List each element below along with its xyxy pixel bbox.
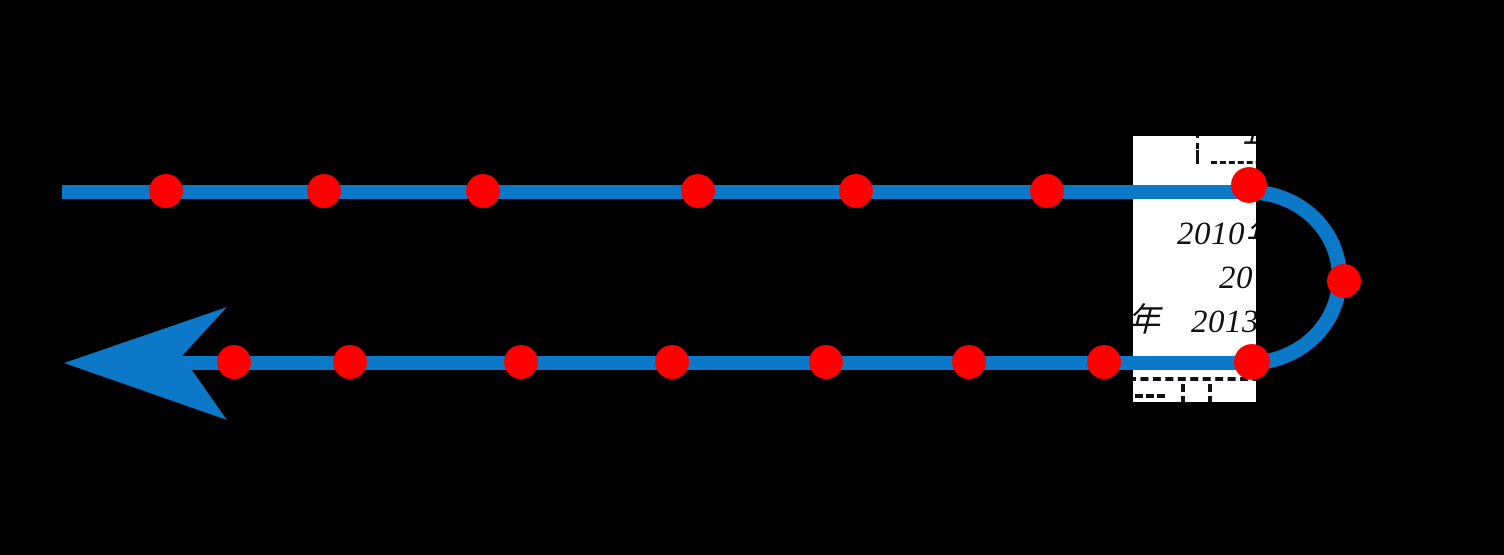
dashed-border-bottom-stub bbox=[1135, 394, 1165, 398]
label-card: 年 2010年 20 年 2013 bbox=[1133, 136, 1256, 402]
upper-track-markers bbox=[149, 174, 1064, 208]
marker-dot bbox=[466, 174, 500, 208]
dashed-tick-bottom-b bbox=[1208, 384, 1212, 402]
marker-dot bbox=[1030, 174, 1064, 208]
marker-dot bbox=[307, 174, 341, 208]
year-label-2013: 2013 bbox=[1191, 304, 1256, 340]
marker-dot bbox=[333, 345, 367, 379]
marker-dot bbox=[1087, 345, 1121, 379]
year-suffix-glyph-left: 年 bbox=[1133, 305, 1161, 338]
marker-dot bbox=[217, 345, 251, 379]
marker-dot bbox=[839, 174, 873, 208]
dashed-border-bottom bbox=[1133, 377, 1256, 381]
marker-dot bbox=[504, 345, 538, 379]
marker-dot bbox=[809, 345, 843, 379]
u-turn-arc bbox=[1248, 184, 1348, 371]
dashed-tick-bottom-a bbox=[1181, 384, 1185, 402]
dashed-border-top bbox=[1211, 161, 1256, 164]
lower-track-markers bbox=[217, 345, 1121, 379]
marker-dot bbox=[681, 174, 715, 208]
marker-dot bbox=[149, 174, 183, 208]
clipped-glyph-top: 年 bbox=[1241, 136, 1256, 156]
marker-dot bbox=[655, 345, 689, 379]
marker-dot bbox=[952, 345, 986, 379]
dashed-tick-upper bbox=[1196, 136, 1199, 149]
dashed-tick-lower bbox=[1196, 150, 1199, 164]
year-label-2010: 2010年 bbox=[1177, 216, 1256, 252]
year-label-clipped-middle: 20 bbox=[1219, 260, 1253, 296]
left-arrowhead bbox=[64, 307, 227, 420]
